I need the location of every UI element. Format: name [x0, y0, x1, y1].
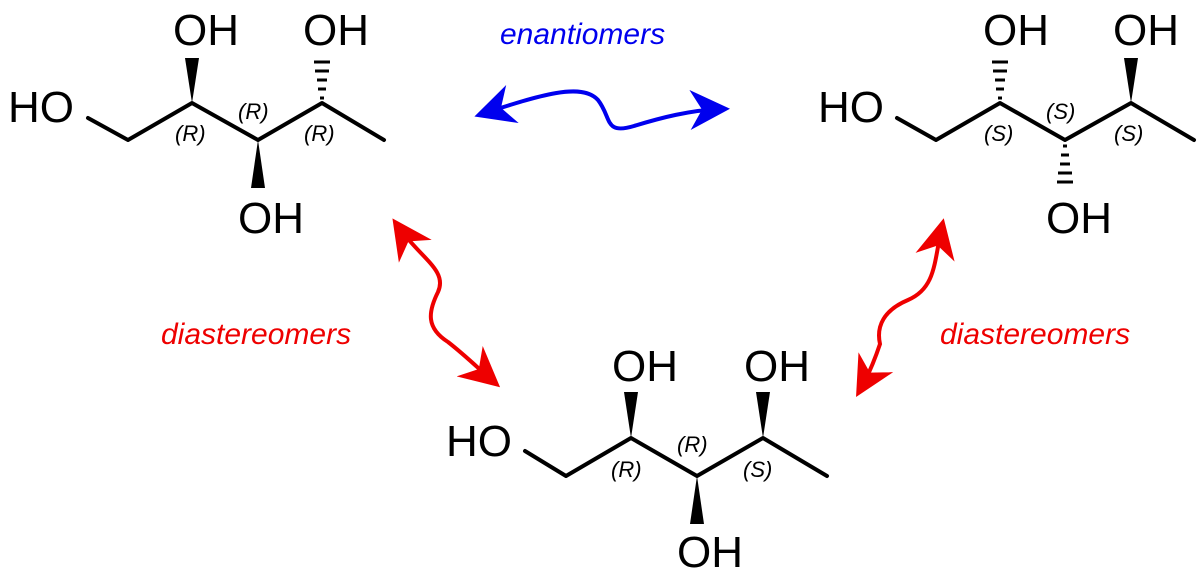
hydroxyl-label-c3: OH: [238, 194, 304, 243]
hydroxyl-label-c4: OH: [1113, 6, 1179, 55]
wedge-bond-c4: [756, 392, 770, 438]
diastereomers-left-double-arrow: [392, 218, 501, 388]
hydroxyl-label-c2: OH: [983, 6, 1049, 55]
carbon-chain: [895, 101, 1196, 142]
stereo-descriptor-c4: (S): [1114, 121, 1143, 146]
molecule-top-left: HO OH OH OH (R) (R) (R): [8, 6, 386, 243]
diastereomers-left-label: diastereomers: [161, 318, 351, 351]
wedge-bond-c3: [690, 476, 704, 524]
hashed-bond-c3: [1057, 144, 1073, 184]
stereo-descriptor-c2: (R): [611, 457, 642, 482]
stereo-descriptor-c2: (R): [175, 121, 206, 146]
wedge-bond-c4: [1124, 58, 1138, 103]
hydroxyl-label-c3: OH: [677, 528, 743, 577]
hydroxyl-label-c4: OH: [303, 6, 369, 55]
wedge-bond-c2: [624, 392, 638, 438]
stereo-descriptor-c3: (R): [677, 432, 708, 457]
hydroxyl-label-c3: OH: [1046, 194, 1112, 243]
molecule-top-right: HO OH OH OH (S) (S) (S): [818, 6, 1196, 243]
hydroxyl-label-ho: HO: [446, 417, 512, 466]
stereo-descriptor-c4: (S): [743, 457, 772, 482]
hydroxyl-label-c2: OH: [173, 6, 239, 55]
enantiomers-double-arrow: [474, 85, 730, 131]
wedge-bond-c3: [251, 140, 265, 188]
hashed-bond-c2: [992, 60, 1008, 100]
hydroxyl-label-c4: OH: [744, 342, 810, 391]
carbon-chain: [86, 101, 386, 142]
carbon-chain: [523, 436, 829, 478]
stereo-descriptor-c4: (R): [304, 121, 335, 146]
hydroxyl-label-ho: HO: [818, 83, 884, 132]
stereo-descriptor-c3: (R): [238, 99, 269, 124]
hydroxyl-label-c2: OH: [612, 342, 678, 391]
hashed-bond-c4: [314, 60, 330, 100]
enantiomers-label: enantiomers: [500, 18, 665, 51]
diastereomers-right-label: diastereomers: [940, 318, 1130, 351]
stereo-descriptor-c2: (S): [984, 121, 1013, 146]
molecule-bottom: HO OH OH OH (R) (R) (S): [446, 342, 829, 577]
diastereomers-right-double-arrow: [856, 218, 955, 397]
hydroxyl-label-ho: HO: [8, 83, 74, 132]
stereo-descriptor-c3: (S): [1046, 99, 1075, 124]
wedge-bond-c2: [185, 58, 199, 103]
